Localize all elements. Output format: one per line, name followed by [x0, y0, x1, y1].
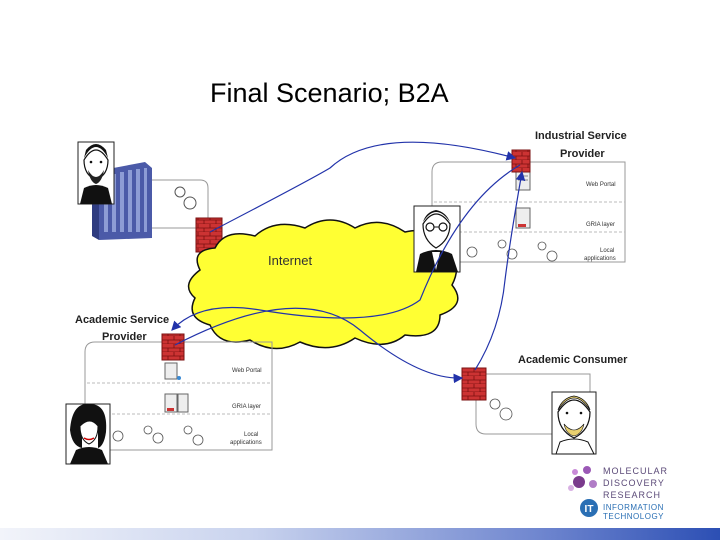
page-title: Final Scenario; B2A — [210, 78, 449, 108]
arrow-company-to-industrial — [209, 141, 517, 233]
logo-line-information: INFORMATION — [603, 503, 664, 512]
academic-consumer-label: Academic Consumer — [518, 354, 628, 366]
industrial-label-line1: Industrial Service — [535, 130, 627, 142]
connection-arrows — [171, 141, 526, 384]
logo-line-molecular: MOLECULAR — [603, 466, 669, 476]
firewall-icon — [461, 367, 487, 401]
industrial-web-portal-label: Web Portal — [586, 182, 616, 188]
arrow-industrial-to-academic — [171, 164, 521, 331]
academic-consumer-avatar-icon — [551, 391, 597, 455]
gria-server-icon — [515, 207, 531, 229]
academic-woman-avatar-icon — [65, 403, 111, 465]
firewall-icon — [195, 217, 223, 253]
logo-line-research: RESEARCH — [603, 490, 662, 500]
academic-provider-label-line2: Provider — [102, 331, 147, 343]
industrial-local-label: Local — [600, 248, 614, 254]
web-server-icon — [515, 169, 531, 191]
arrow-consumer-to-industrial — [474, 170, 526, 371]
arrow-academic-to-consumer — [174, 307, 464, 384]
gear-icons — [112, 425, 204, 446]
academic-web-portal-label: Web Portal — [232, 368, 262, 374]
business-person-avatar-icon — [77, 141, 115, 205]
industrial-label-line2: Provider — [560, 148, 605, 160]
internet-cloud — [187, 219, 459, 350]
academic-local-label: Local — [244, 432, 258, 438]
logo-line-technology: TECHNOLOGY — [603, 512, 665, 521]
molecular-discovery-logo-icon: IT — [568, 466, 598, 517]
researcher-avatar-icon — [413, 205, 461, 273]
academic-applications-label: applications — [230, 440, 262, 446]
academic-consumer: Academic Consumer — [461, 354, 628, 435]
internet-label: Internet — [268, 253, 312, 268]
footer-gradient-bar — [0, 528, 720, 540]
academic-gria-layer-label: GRIA layer — [232, 404, 261, 410]
logo-line-discovery: DISCOVERY — [603, 478, 665, 488]
it-badge-text: IT — [585, 504, 594, 515]
firewall-icon — [161, 333, 185, 361]
gear-icons — [466, 239, 558, 262]
gria-server-icon — [164, 393, 189, 413]
web-server-icon — [164, 362, 181, 380]
industrial-service-provider: Industrial Service Provider Web Portal G… — [431, 130, 627, 263]
industrial-gria-layer-label: GRIA layer — [586, 222, 615, 228]
industrial-applications-label: applications — [584, 256, 616, 262]
academic-provider-label-line1: Academic Service — [75, 314, 169, 326]
academic-service-provider: Academic Service Provider Web Portal GRI… — [75, 314, 273, 451]
